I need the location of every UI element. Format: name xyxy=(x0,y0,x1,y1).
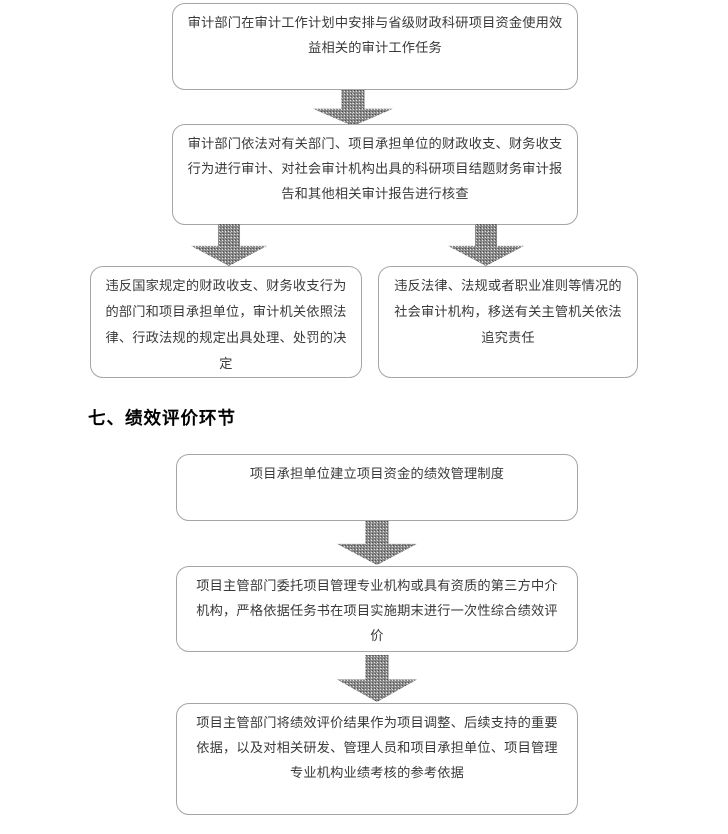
flow-node-penalty-decision: 违反国家规定的财政收支、财务收支行为的部门和项目承担单位，审计机关依照法律、行政… xyxy=(90,266,362,378)
flow-node-evaluation-results-use: 项目主管部门将绩效评价结果作为项目调整、后续支持的重要依据，以及对相关研发、管理… xyxy=(176,703,578,815)
section-heading-text: 七、绩效评价环节 xyxy=(88,409,236,429)
flow-node-text: 违反国家规定的财政收支、财务收支行为的部门和项目承担单位，审计机关依照法律、行政… xyxy=(105,278,347,371)
flow-node-text: 项目承担单位建立项目资金的绩效管理制度 xyxy=(249,466,505,481)
flow-arrow-down-1 xyxy=(313,90,393,126)
flow-node-audit-execute: 审计部门依法对有关部门、项目承担单位的财政收支、财务收支行为进行审计、对社会审计… xyxy=(172,124,578,225)
flow-arrow-down-2-right xyxy=(448,224,524,266)
flow-node-evaluation-commission: 项目主管部门委托项目管理专业机构或具有资质的第三方中介机构，严格依据任务书在项目… xyxy=(176,566,578,652)
flow-arrow-down-3 xyxy=(337,521,417,565)
flow-node-text: 违反法律、法规或者职业准则等情况的社会审计机构，移送有关主管机关依法追究责任 xyxy=(394,278,622,345)
flow-node-referral-liability: 违反法律、法规或者职业准则等情况的社会审计机构，移送有关主管机关依法追究责任 xyxy=(378,266,638,378)
flow-node-text: 项目主管部门将绩效评价结果作为项目调整、后续支持的重要依据，以及对相关研发、管理… xyxy=(196,715,558,780)
flow-arrow-down-4 xyxy=(337,655,417,702)
flow-node-text: 项目主管部门委托项目管理专业机构或具有资质的第三方中介机构，严格依据任务书在项目… xyxy=(196,578,558,643)
flow-node-audit-plan: 审计部门在审计工作计划中安排与省级财政科研项目资金使用效益相关的审计工作任务 xyxy=(172,3,578,90)
flow-node-text: 审计部门依法对有关部门、项目承担单位的财政收支、财务收支行为进行审计、对社会审计… xyxy=(187,136,563,201)
flow-node-performance-system: 项目承担单位建立项目资金的绩效管理制度 xyxy=(176,454,578,521)
flow-arrow-down-2-left xyxy=(191,224,267,266)
flow-node-text: 审计部门在审计工作计划中安排与省级财政科研项目资金使用效益相关的审计工作任务 xyxy=(187,15,563,55)
section-heading-performance: 七、绩效评价环节 xyxy=(88,405,236,430)
